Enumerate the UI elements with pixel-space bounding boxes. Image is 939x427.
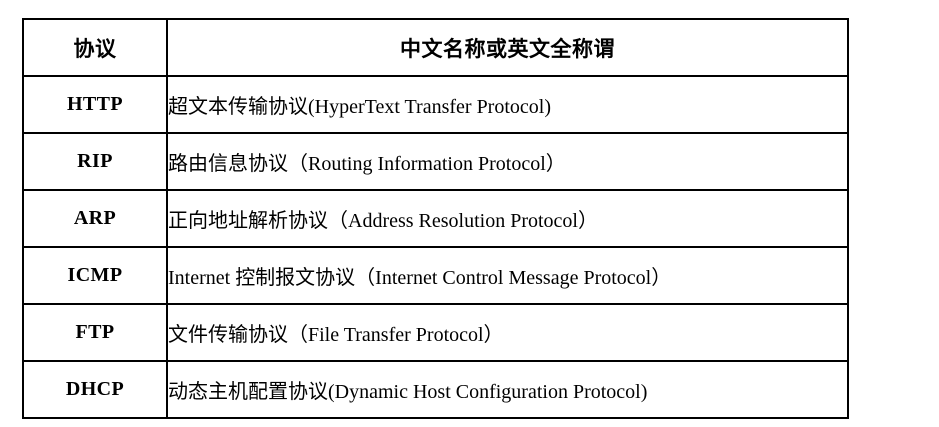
cell-protocol-abbr: RIP bbox=[22, 132, 168, 191]
cell-protocol-abbr: FTP bbox=[22, 303, 168, 362]
column-header-protocol: 协议 bbox=[22, 18, 168, 77]
cell-protocol-abbr: ICMP bbox=[22, 246, 168, 305]
cell-protocol-name: 文件传输协议（File Transfer Protocol） bbox=[166, 303, 849, 362]
cell-protocol-abbr: HTTP bbox=[22, 75, 168, 134]
table-header: 协议 中文名称或英文全称谓 bbox=[22, 18, 849, 77]
table-row: HTTP 超文本传输协议(HyperText Transfer Protocol… bbox=[22, 75, 849, 134]
table-row: FTP 文件传输协议（File Transfer Protocol） bbox=[22, 303, 849, 362]
table-header-row: 协议 中文名称或英文全称谓 bbox=[22, 18, 849, 77]
cell-protocol-abbr: DHCP bbox=[22, 360, 168, 419]
cell-protocol-name: 路由信息协议（Routing Information Protocol） bbox=[166, 132, 849, 191]
cell-protocol-name: 超文本传输协议(HyperText Transfer Protocol) bbox=[166, 75, 849, 134]
table-row: ICMP Internet 控制报文协议（Internet Control Me… bbox=[22, 246, 849, 305]
cell-protocol-abbr: ARP bbox=[22, 189, 168, 248]
cell-protocol-name: Internet 控制报文协议（Internet Control Message… bbox=[166, 246, 849, 305]
cell-protocol-name: 正向地址解析协议（Address Resolution Protocol） bbox=[166, 189, 849, 248]
table-body: HTTP 超文本传输协议(HyperText Transfer Protocol… bbox=[22, 75, 849, 419]
column-header-name: 中文名称或英文全称谓 bbox=[166, 18, 849, 77]
table-row: ARP 正向地址解析协议（Address Resolution Protocol… bbox=[22, 189, 849, 248]
protocol-table: 协议 中文名称或英文全称谓 HTTP 超文本传输协议(HyperText Tra… bbox=[22, 18, 849, 419]
table-row: DHCP 动态主机配置协议(Dynamic Host Configuration… bbox=[22, 360, 849, 419]
cell-protocol-name: 动态主机配置协议(Dynamic Host Configuration Prot… bbox=[166, 360, 849, 419]
table-row: RIP 路由信息协议（Routing Information Protocol） bbox=[22, 132, 849, 191]
